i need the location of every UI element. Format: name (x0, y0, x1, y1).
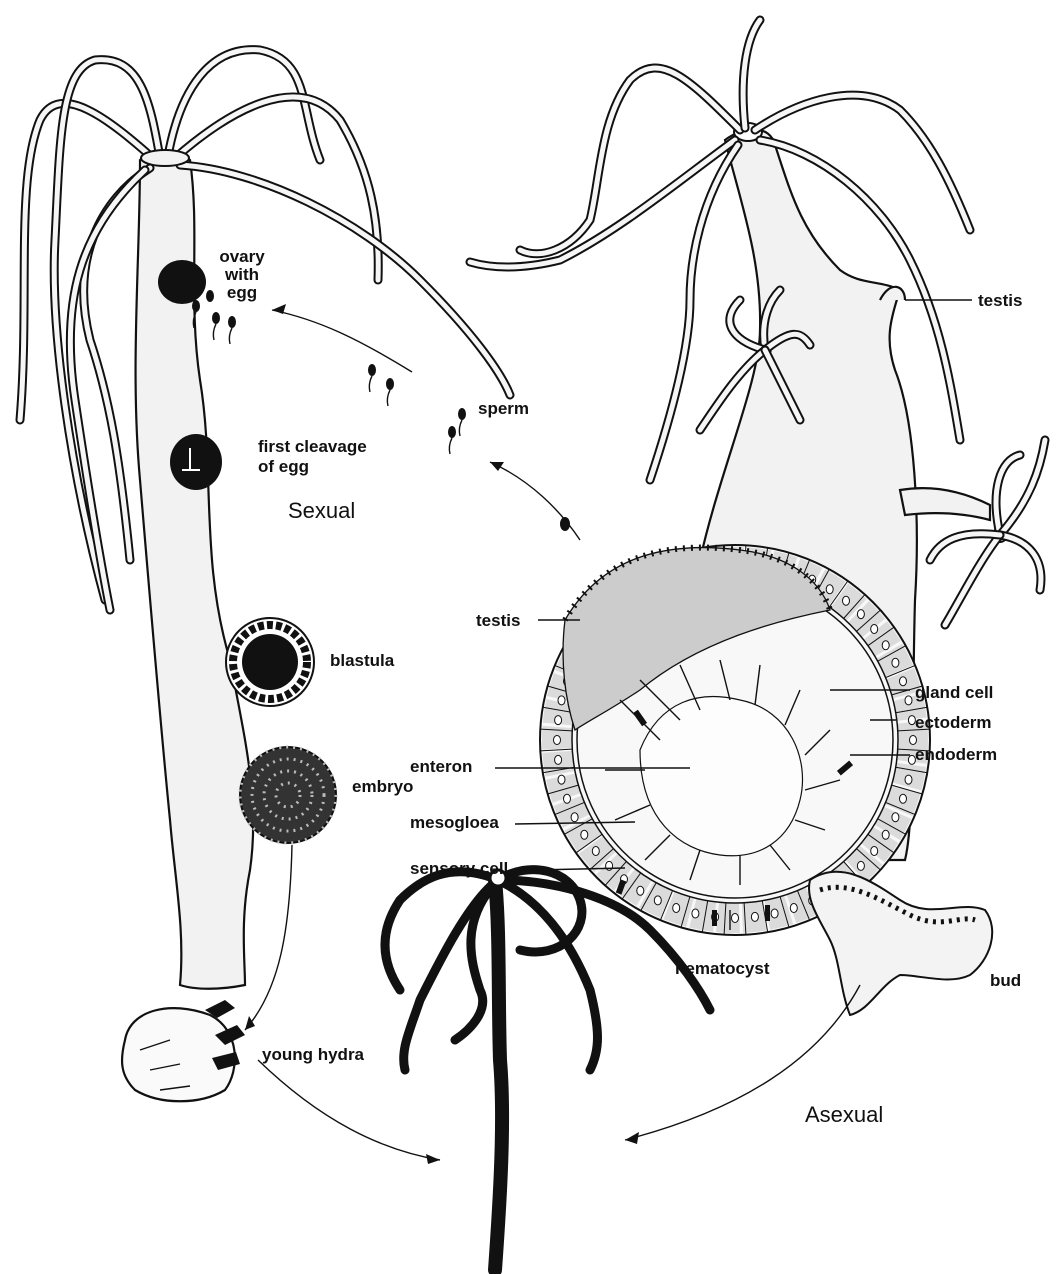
ectoderm-cell-nucleus (751, 912, 758, 921)
ectoderm-cell-nucleus (637, 886, 644, 895)
ectoderm-cell-nucleus (857, 861, 864, 870)
label-sexual: Sexual (288, 498, 355, 523)
ectoderm-cell-nucleus (592, 847, 599, 856)
label-nematocyst: nematocyst (675, 959, 770, 978)
label-bud: bud (990, 971, 1021, 990)
ovary-line: egg (227, 283, 257, 302)
cross-section (540, 545, 930, 935)
young-hydra-cyst (122, 1000, 245, 1101)
bud-tube (809, 872, 992, 1015)
label-asexual: Asexual (805, 1102, 883, 1127)
label-endoderm: endoderm (915, 745, 997, 764)
ectoderm-cell-nucleus (564, 794, 571, 803)
ectoderm-cell-nucleus (905, 775, 912, 784)
ectoderm-cell-nucleus (882, 830, 889, 839)
ectoderm-cell-nucleus (692, 909, 699, 918)
ectoderm-cell-nucleus (673, 904, 680, 913)
ovary-egg (158, 260, 206, 304)
ectoderm-cell-nucleus (892, 658, 899, 667)
label-testis-section: testis (476, 611, 520, 630)
ectoderm-cell-nucleus (558, 696, 565, 705)
ectoderm-cell-nucleus (910, 736, 917, 745)
ectoderm-cell-nucleus (857, 610, 864, 619)
ectoderm-cell-nucleus (558, 775, 565, 784)
bud-hydra-right (900, 440, 1045, 625)
ectoderm-cell-nucleus (826, 585, 833, 594)
label-embryo: embryo (352, 777, 413, 796)
ectoderm-cell-nucleus (732, 914, 739, 923)
label-gland-cell: gland cell (915, 683, 993, 702)
embryo (240, 747, 336, 843)
label-mesogloea: mesogloea (410, 813, 499, 832)
label-enteron: enteron (410, 757, 472, 776)
ectoderm-cell-nucleus (555, 755, 562, 764)
ovary-line: with (224, 265, 259, 284)
ectoderm-cell-nucleus (843, 596, 850, 605)
ectoderm-cell-nucleus (871, 625, 878, 634)
ectoderm-cell-nucleus (892, 813, 899, 822)
label-young-hydra: young hydra (262, 1045, 365, 1064)
ectoderm-cell-nucleus (581, 830, 588, 839)
ectoderm-cell-nucleus (771, 909, 778, 918)
label-testis-top: testis (978, 291, 1022, 310)
label-blastula: blastula (330, 651, 395, 670)
first-cleavage-egg (170, 434, 222, 490)
ectoderm-cell-nucleus (882, 641, 889, 650)
label-sensory-cell: sensory cell (410, 859, 508, 878)
label-sperm: sperm (478, 399, 529, 418)
young-hydra (385, 870, 710, 1270)
blastula (226, 618, 314, 706)
ectoderm-cell-nucleus (790, 904, 797, 913)
ectoderm-cell-nucleus (900, 677, 907, 686)
ectoderm-cell-nucleus (654, 896, 661, 905)
ectoderm-cell-nucleus (900, 794, 907, 803)
ectoderm-cell-nucleus (554, 736, 561, 745)
ovary-line: ovary (219, 247, 265, 266)
female-hydra (20, 50, 510, 989)
ectoderm-cell-nucleus (871, 847, 878, 856)
ectoderm-cell-nucleus (905, 696, 912, 705)
label-ectoderm: ectoderm (915, 713, 992, 732)
female-hydra-tentacles (20, 50, 510, 610)
ectoderm-cell-nucleus (571, 813, 578, 822)
first_cleavage-line: of egg (258, 457, 309, 476)
first_cleavage-line: first cleavage (258, 437, 367, 456)
ectoderm-cell-nucleus (555, 716, 562, 725)
